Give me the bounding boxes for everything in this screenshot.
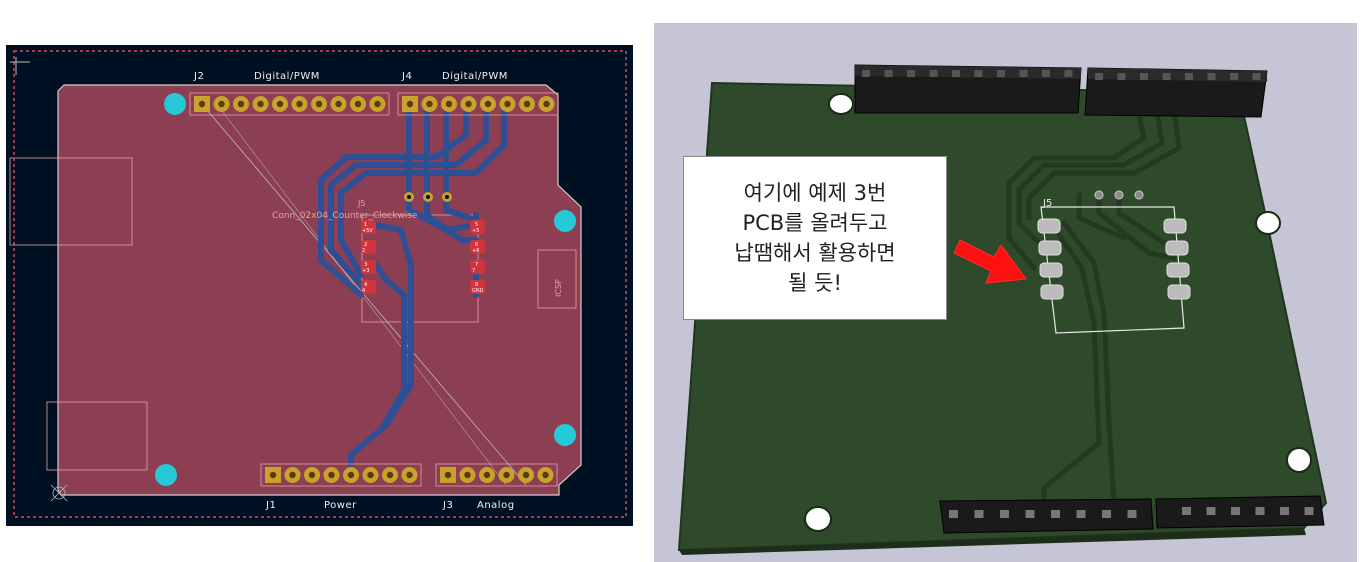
- j5-pad-number: 8: [475, 282, 478, 288]
- render-pin: [1019, 70, 1028, 77]
- icsp-outline: [537, 249, 577, 309]
- render-pin: [1140, 73, 1148, 80]
- render-j5-pads: [1037, 218, 1191, 300]
- render-pin: [1076, 510, 1086, 518]
- render-pin: [952, 70, 960, 77]
- label-j1-ref: J1: [265, 500, 276, 511]
- render-pin: [1206, 507, 1216, 515]
- j5-pad-number: 5: [475, 222, 478, 228]
- board-edge-frame: [13, 50, 627, 518]
- j5-pad: [470, 240, 485, 254]
- j5-pad: [361, 280, 376, 294]
- render-pin: [1231, 507, 1240, 515]
- j5-ref-label: J5: [357, 199, 365, 208]
- j5-pad-number: 4: [364, 282, 367, 288]
- render-header-pins: [862, 70, 1261, 80]
- render-header-bottom-pins: [949, 507, 1314, 518]
- render-pin: [1042, 70, 1050, 77]
- render-vias: [1094, 190, 1144, 200]
- render-header-top-right: [1084, 67, 1268, 118]
- render-pin: [1304, 507, 1314, 515]
- render-pin: [1127, 510, 1137, 518]
- render-pin: [1102, 510, 1111, 518]
- j5-pad: [361, 220, 376, 234]
- j5-pad-net: 2: [362, 248, 365, 254]
- header-silk-outline: [189, 92, 390, 116]
- render-pin: [1182, 507, 1191, 515]
- j5-pad-number: 1: [364, 222, 367, 228]
- j5-value-label: Conn_02x04_Counter_Clockwise: [272, 211, 418, 221]
- render-traces: [1006, 90, 1182, 521]
- j5-pad: [470, 220, 485, 234]
- vias: [404, 192, 452, 202]
- label-j2-ref: J2: [193, 71, 204, 82]
- render-pin: [1162, 73, 1171, 80]
- j5-pad: [470, 280, 485, 294]
- power-jack-outline: [46, 401, 148, 471]
- render-j5-label: J5: [1042, 198, 1052, 209]
- annotation-callout-text: 여기에 예제 3번 PCB를 올려두고 납땜해서 활용하면 될 듯!: [734, 181, 896, 295]
- render-pin: [1280, 507, 1289, 515]
- render-pin: [929, 70, 938, 77]
- j5-pad-number: 3: [364, 262, 367, 268]
- render-pin: [1207, 73, 1216, 80]
- render-pin: [1185, 73, 1193, 80]
- label-j4-ref: J4: [401, 71, 412, 82]
- j5-pad: [470, 260, 485, 274]
- aux-origin-icon: [52, 486, 66, 500]
- red-arrow-icon: [953, 239, 1027, 284]
- j5-pad: [361, 260, 376, 274]
- render-pin: [949, 510, 958, 518]
- label-j3-name: Analog: [477, 500, 515, 511]
- render-pin: [974, 510, 984, 518]
- header-silk-outline: [260, 463, 422, 487]
- copper-traces: [318, 101, 507, 473]
- j5-pad-net: 4: [362, 288, 365, 294]
- header-silk-outline: [435, 463, 558, 487]
- render-pin: [1095, 73, 1103, 80]
- j5-pad-net: +6: [472, 248, 479, 254]
- render-pin: [1025, 510, 1035, 518]
- render-pin: [997, 70, 1005, 77]
- usb-outline: [9, 157, 133, 246]
- render-pin: [1230, 73, 1238, 80]
- render-pin: [907, 70, 915, 77]
- mounting-holes: [155, 93, 576, 486]
- annotation-callout: 여기에 예제 3번 PCB를 올려두고 납땜해서 활용하면 될 듯!: [683, 156, 947, 320]
- label-j3-ref: J3: [442, 500, 453, 511]
- label-j4-name: Digital/PWM: [442, 71, 508, 82]
- label-j2-name: Digital/PWM: [254, 71, 320, 82]
- j5-pad-number: 2: [364, 242, 367, 248]
- render-pin: [862, 70, 870, 77]
- render-header-bottom-left: [939, 498, 1154, 534]
- icsp-label: ICSP: [554, 279, 563, 297]
- j5-pad-net: +5: [472, 228, 479, 234]
- header-pad-rows: [189, 92, 559, 487]
- render-pin: [1117, 73, 1126, 80]
- render-pin: [1051, 510, 1060, 518]
- j5-pad-net: GND: [472, 288, 484, 294]
- j5-pad-number: 6: [475, 242, 478, 248]
- render-pin: [974, 70, 983, 77]
- label-j1-name: Power: [324, 500, 357, 511]
- render-pin: [884, 70, 893, 77]
- j5-pad-net: +5V: [362, 228, 373, 234]
- j5-pad: [361, 240, 376, 254]
- header-silk-outline: [397, 92, 559, 116]
- render-pin: [1252, 73, 1261, 80]
- j5-pad-number: 7: [475, 262, 478, 268]
- render-pin: [1064, 70, 1073, 77]
- render-mounting-holes: [804, 93, 1312, 532]
- j5-pad-net: +3: [362, 268, 369, 274]
- j5-pad-net: 7: [472, 268, 475, 274]
- render-pin: [1255, 507, 1265, 515]
- render-pin: [1000, 510, 1009, 518]
